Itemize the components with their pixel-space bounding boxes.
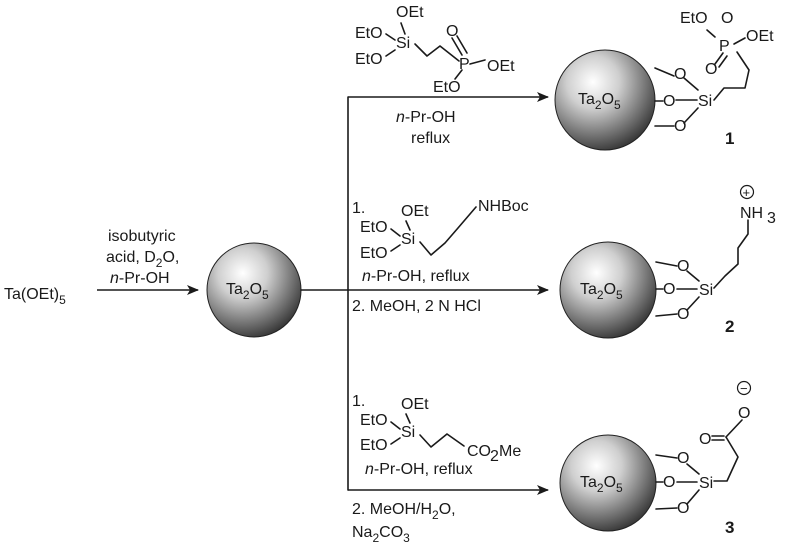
svg-text:EtO: EtO [680,10,708,27]
svg-text:O: O [663,281,675,298]
svg-text:P: P [719,38,730,55]
svg-text:3: 3 [767,210,776,227]
svg-text:NHBoc: NHBoc [478,198,529,215]
svg-text:EtO: EtO [355,51,383,68]
svg-text:Si: Si [698,93,712,110]
product-1: Ta2O5 O O O Si P O EtO O OEt [554,10,774,151]
svg-text:1.: 1. [352,200,365,217]
svg-text:O: O [663,93,675,110]
svg-text:NH: NH [740,205,763,222]
route3-condition-line1: n-Pr-OH, reflux [365,461,473,478]
silane-reagent-1: OEt EtO EtO Si P O OEt EtO [355,4,515,96]
svg-text:OEt: OEt [401,203,429,220]
svg-text:Si: Si [401,231,415,248]
nanoparticle-label: Ta2O5 [226,281,269,302]
svg-text:O: O [446,23,458,40]
svg-text:EtO: EtO [433,79,461,96]
svg-text:Si: Si [396,35,410,52]
compound-number-3: 3 [725,518,734,537]
product-3: Ta2O5 O O O Si O O − [559,380,752,532]
svg-text:O: O [674,118,686,135]
route3-condition-line2: 2. MeOH/H2O, [352,501,456,522]
svg-text:O: O [663,474,675,491]
step1-condition-line2: acid, D2O, [106,249,179,270]
svg-text:Si: Si [401,424,415,441]
step1-condition-line1: isobutyric [108,228,176,245]
svg-text:O: O [721,10,733,27]
svg-text:EtO: EtO [360,412,388,429]
route2-condition-line2: 2. MeOH, 2 N HCl [352,298,481,315]
route3-condition-line3: Na2CO3 [352,524,410,545]
svg-text:−: − [740,381,748,396]
svg-text:Ta2O5: Ta2O5 [580,474,623,495]
svg-text:Ta2O5: Ta2O5 [578,91,621,112]
svg-text:2: 2 [490,448,499,465]
svg-text:O: O [705,61,717,78]
svg-text:CO: CO [467,443,491,460]
svg-text:EtO: EtO [355,25,383,42]
route2-condition-line1: n-Pr-OH, reflux [362,268,470,285]
silane-reagent-2: 1. OEt EtO EtO Si NHBoc [352,198,529,262]
step1-condition-line3: n-Pr-OH [110,270,170,287]
svg-text:OEt: OEt [746,28,774,45]
svg-text:O: O [699,431,711,448]
svg-text:EtO: EtO [360,219,388,236]
compound-number-1: 1 [725,129,734,148]
route1-condition-line2: reflux [411,130,450,147]
svg-text:+: + [743,185,751,200]
svg-text:1.: 1. [352,393,365,410]
svg-text:Ta2O5: Ta2O5 [580,281,623,302]
svg-text:Si: Si [699,282,713,299]
svg-text:OEt: OEt [487,58,515,75]
svg-text:OEt: OEt [401,396,429,413]
svg-text:O: O [677,450,689,467]
start-material-label: Ta(OEt)5 [4,286,66,307]
svg-text:O: O [738,405,750,422]
svg-text:O: O [674,66,686,83]
svg-text:EtO: EtO [360,245,388,262]
svg-text:OEt: OEt [396,4,424,21]
svg-text:EtO: EtO [360,437,388,454]
route1-condition-line1: n-Pr-OH [396,109,456,126]
svg-text:Me: Me [499,443,521,460]
svg-text:P: P [459,56,470,73]
compound-number-2: 2 [725,317,734,336]
svg-text:Si: Si [699,475,713,492]
